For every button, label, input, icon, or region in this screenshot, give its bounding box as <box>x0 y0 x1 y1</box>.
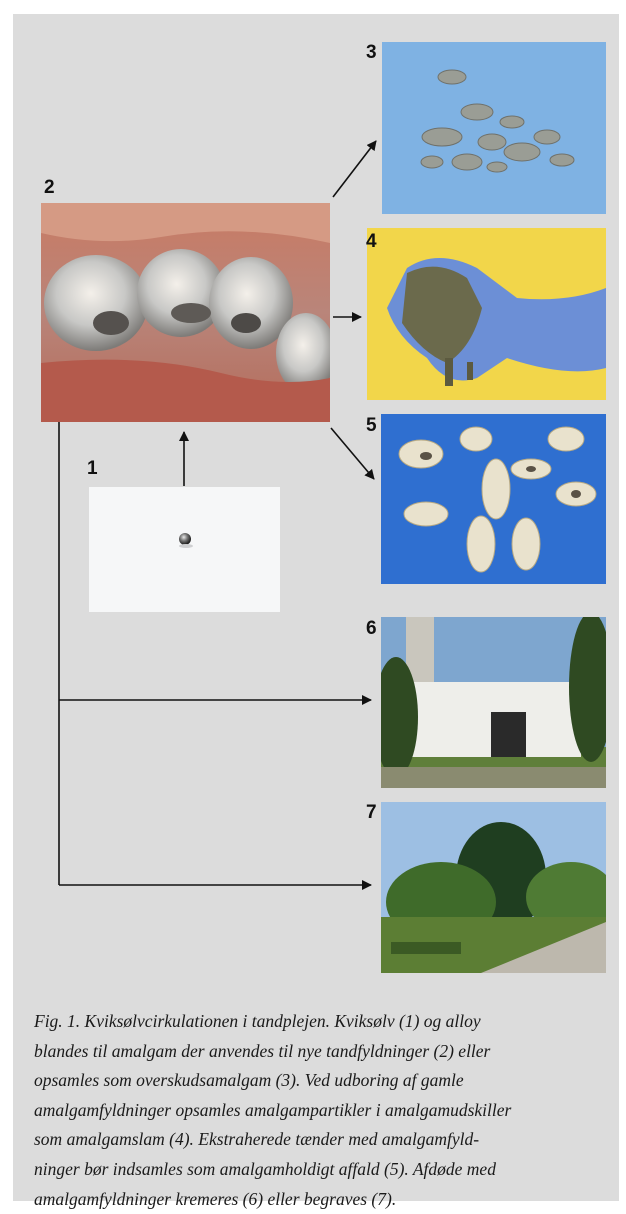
caption-line: amalgamfyldninger opsamles amalgampartik… <box>34 1096 604 1126</box>
label-1: 1 <box>87 459 98 478</box>
label-4: 4 <box>366 232 377 251</box>
caption-line: som amalgamslam (4). Ekstraherede tænder… <box>34 1125 604 1155</box>
label-7: 7 <box>366 803 377 822</box>
label-2: 2 <box>44 178 55 197</box>
label-5: 5 <box>366 416 377 435</box>
arrow-2-to-3 <box>333 141 376 197</box>
caption-line: amalgamfyldninger kremeres (6) eller beg… <box>34 1185 604 1214</box>
caption-line: blandes til amalgam der anvendes til nye… <box>34 1037 604 1067</box>
caption-line: Fig. 1. Kviksølvcirkulationen i tandplej… <box>34 1007 604 1037</box>
label-3: 3 <box>366 43 377 62</box>
label-6: 6 <box>366 619 377 638</box>
caption-line: opsamles som overskudsamalgam (3). Ved u… <box>34 1066 604 1096</box>
caption-line: ninger bør indsamles som amalgamholdigt … <box>34 1155 604 1185</box>
figure-caption: Fig. 1. Kviksølvcirkulationen i tandplej… <box>34 1007 604 1214</box>
